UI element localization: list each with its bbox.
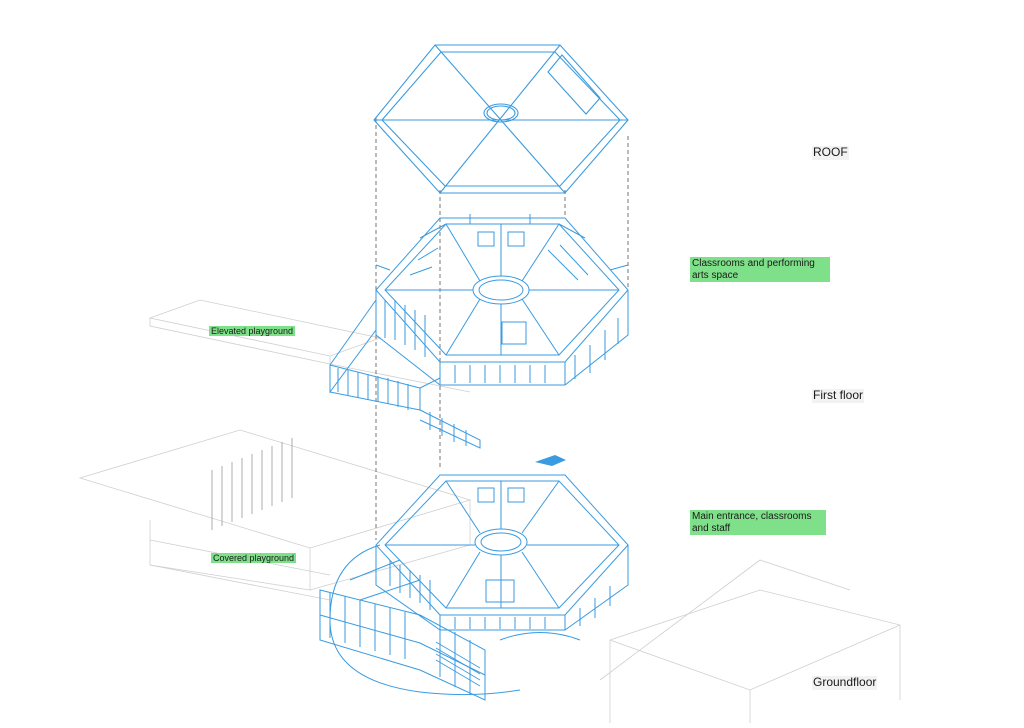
annotation-ground-floor-use: Main entrance, classrooms and staff <box>690 510 826 535</box>
first-floor-structure <box>329 214 629 449</box>
context-right-flat <box>599 559 851 681</box>
annotation-covered-playground: Covered playground <box>211 553 297 564</box>
roof-plan <box>373 44 629 194</box>
annotation-elevated-playground: Elevated playground <box>209 326 296 337</box>
annotation-first-floor-use: Classrooms and performing arts space <box>690 257 830 282</box>
ground-floor-structure <box>319 455 629 701</box>
context-left-upper <box>148 299 471 393</box>
level-label-ground-floor: Groundfloor <box>812 675 878 690</box>
level-label-roof: ROOF <box>812 145 849 160</box>
elevated-bridge <box>329 299 481 449</box>
roof-skylight <box>483 103 519 123</box>
context-left-block <box>78 429 472 591</box>
level-label-first-floor: First floor <box>812 388 865 403</box>
forecourt-curve <box>329 544 521 696</box>
entrance-arrow <box>535 455 566 466</box>
context-left-ground <box>149 539 331 601</box>
context-right-block <box>609 589 901 723</box>
context-columns <box>211 438 293 530</box>
